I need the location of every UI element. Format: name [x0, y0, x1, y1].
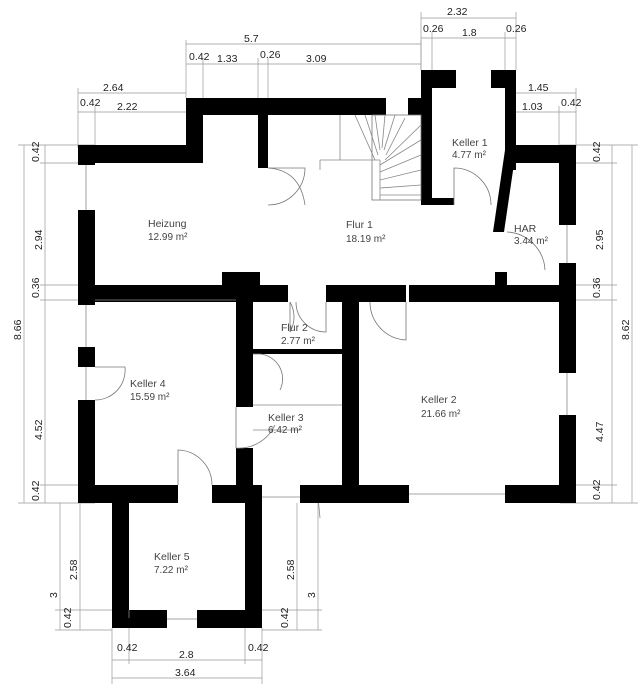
- dim-bottom-2-8: 2.8: [179, 649, 194, 661]
- room-name: HAR: [514, 223, 537, 235]
- dim-right-1-03: 1.03: [522, 101, 543, 113]
- dim-top-3-09: 3.09: [306, 53, 327, 65]
- dim-left-4-52: 4.52: [33, 419, 45, 440]
- room-area: 7.22 m²: [154, 565, 189, 576]
- staircase: [319, 114, 422, 201]
- dim-left-0-36: 0.36: [30, 277, 42, 298]
- room-name: Flur 1: [346, 219, 373, 231]
- dim-bottom-0-42-a: 0.42: [117, 642, 138, 654]
- dim-right-0-36: 0.36: [591, 277, 603, 298]
- walls: [78, 70, 576, 628]
- dim-top-0-26-a: 0.26: [423, 23, 444, 35]
- dimension-lines: [18, 12, 638, 684]
- dim-right-8-62: 8.62: [620, 319, 632, 340]
- room-name: Keller 2: [421, 394, 457, 406]
- dimension-labels: 2.32 0.26 1.8 0.26 5.7 0.42 1.33 0.26 3.…: [12, 6, 632, 679]
- dim-bm-2-58: 2.58: [285, 559, 297, 580]
- doors: [94, 167, 546, 486]
- thin-lines: [85, 165, 568, 620]
- dim-bm-3: 3: [306, 592, 318, 598]
- dim-right-0-42-b: 0.42: [591, 479, 603, 500]
- dim-left-8-66: 8.66: [12, 319, 24, 340]
- dim-right-0-42-a: 0.42: [591, 141, 603, 162]
- room-flur-2: Flur 2 2.77 m²: [281, 322, 316, 347]
- dim-right-1-45: 1.45: [528, 82, 549, 94]
- dim-top-5-7: 5.7: [244, 33, 259, 45]
- room-name: Keller 3: [268, 412, 304, 424]
- room-flur-1: Flur 1 18.19 m²: [346, 219, 386, 245]
- room-area: 6.42 m²: [268, 425, 303, 436]
- dim-left-2-94: 2.94: [33, 229, 45, 250]
- room-area: 3.44 m²: [514, 236, 549, 247]
- room-har: HAR 3.44 m²: [514, 223, 549, 247]
- dim-right-0-42: 0.42: [561, 97, 582, 109]
- dim-top-0-26-b: 0.26: [506, 23, 527, 35]
- room-keller-1: Keller 1 4.77 m²: [452, 137, 488, 161]
- dim-right-2-95: 2.95: [594, 229, 606, 250]
- room-area: 21.66 m²: [421, 409, 461, 420]
- room-keller-4: Keller 4 15.59 m²: [130, 378, 170, 403]
- dim-top-1-8: 1.8: [462, 27, 477, 39]
- dim-top-0-42-b: 0.42: [80, 97, 101, 109]
- room-name: Keller 5: [154, 551, 190, 563]
- dim-top-0-42: 0.42: [189, 51, 210, 63]
- room-name: Flur 2: [281, 322, 308, 334]
- dim-bl-0-42: 0.42: [62, 607, 74, 628]
- room-area: 4.77 m²: [452, 150, 487, 161]
- room-area: 2.77 m²: [281, 336, 316, 347]
- dim-bottom-0-42-b: 0.42: [248, 642, 269, 654]
- room-area: 15.59 m²: [130, 392, 170, 403]
- dim-left-0-42-a: 0.42: [30, 141, 42, 162]
- room-area: 12.99 m²: [148, 232, 188, 243]
- dim-bm-0-42: 0.42: [279, 607, 291, 628]
- room-name: Keller 1: [452, 137, 488, 149]
- room-name: Keller 4: [130, 378, 166, 390]
- room-keller-5: Keller 5 7.22 m²: [154, 551, 190, 576]
- room-keller-3: Keller 3 6.42 m²: [268, 412, 304, 436]
- room-area: 18.19 m²: [346, 234, 386, 245]
- dim-top-0-26-c: 0.26: [260, 49, 281, 61]
- dim-right-4-47: 4.47: [594, 421, 606, 442]
- dim-top-2-22: 2.22: [117, 101, 138, 113]
- room-heizung: Heizung 12.99 m²: [148, 218, 188, 243]
- dim-bl-2-58: 2.58: [68, 559, 80, 580]
- dim-bl-3: 3: [48, 592, 60, 598]
- room-labels: Heizung 12.99 m² Flur 1 18.19 m² Keller …: [130, 137, 549, 576]
- room-name: Heizung: [148, 218, 187, 230]
- dim-bottom-3-64: 3.64: [175, 667, 196, 679]
- dim-top-2-64: 2.64: [103, 82, 124, 94]
- dim-top-1-33: 1.33: [217, 53, 238, 65]
- dim-top-2-32: 2.32: [447, 6, 468, 18]
- dim-left-0-42-b: 0.42: [30, 480, 42, 501]
- room-keller-2: Keller 2 21.66 m²: [421, 394, 461, 420]
